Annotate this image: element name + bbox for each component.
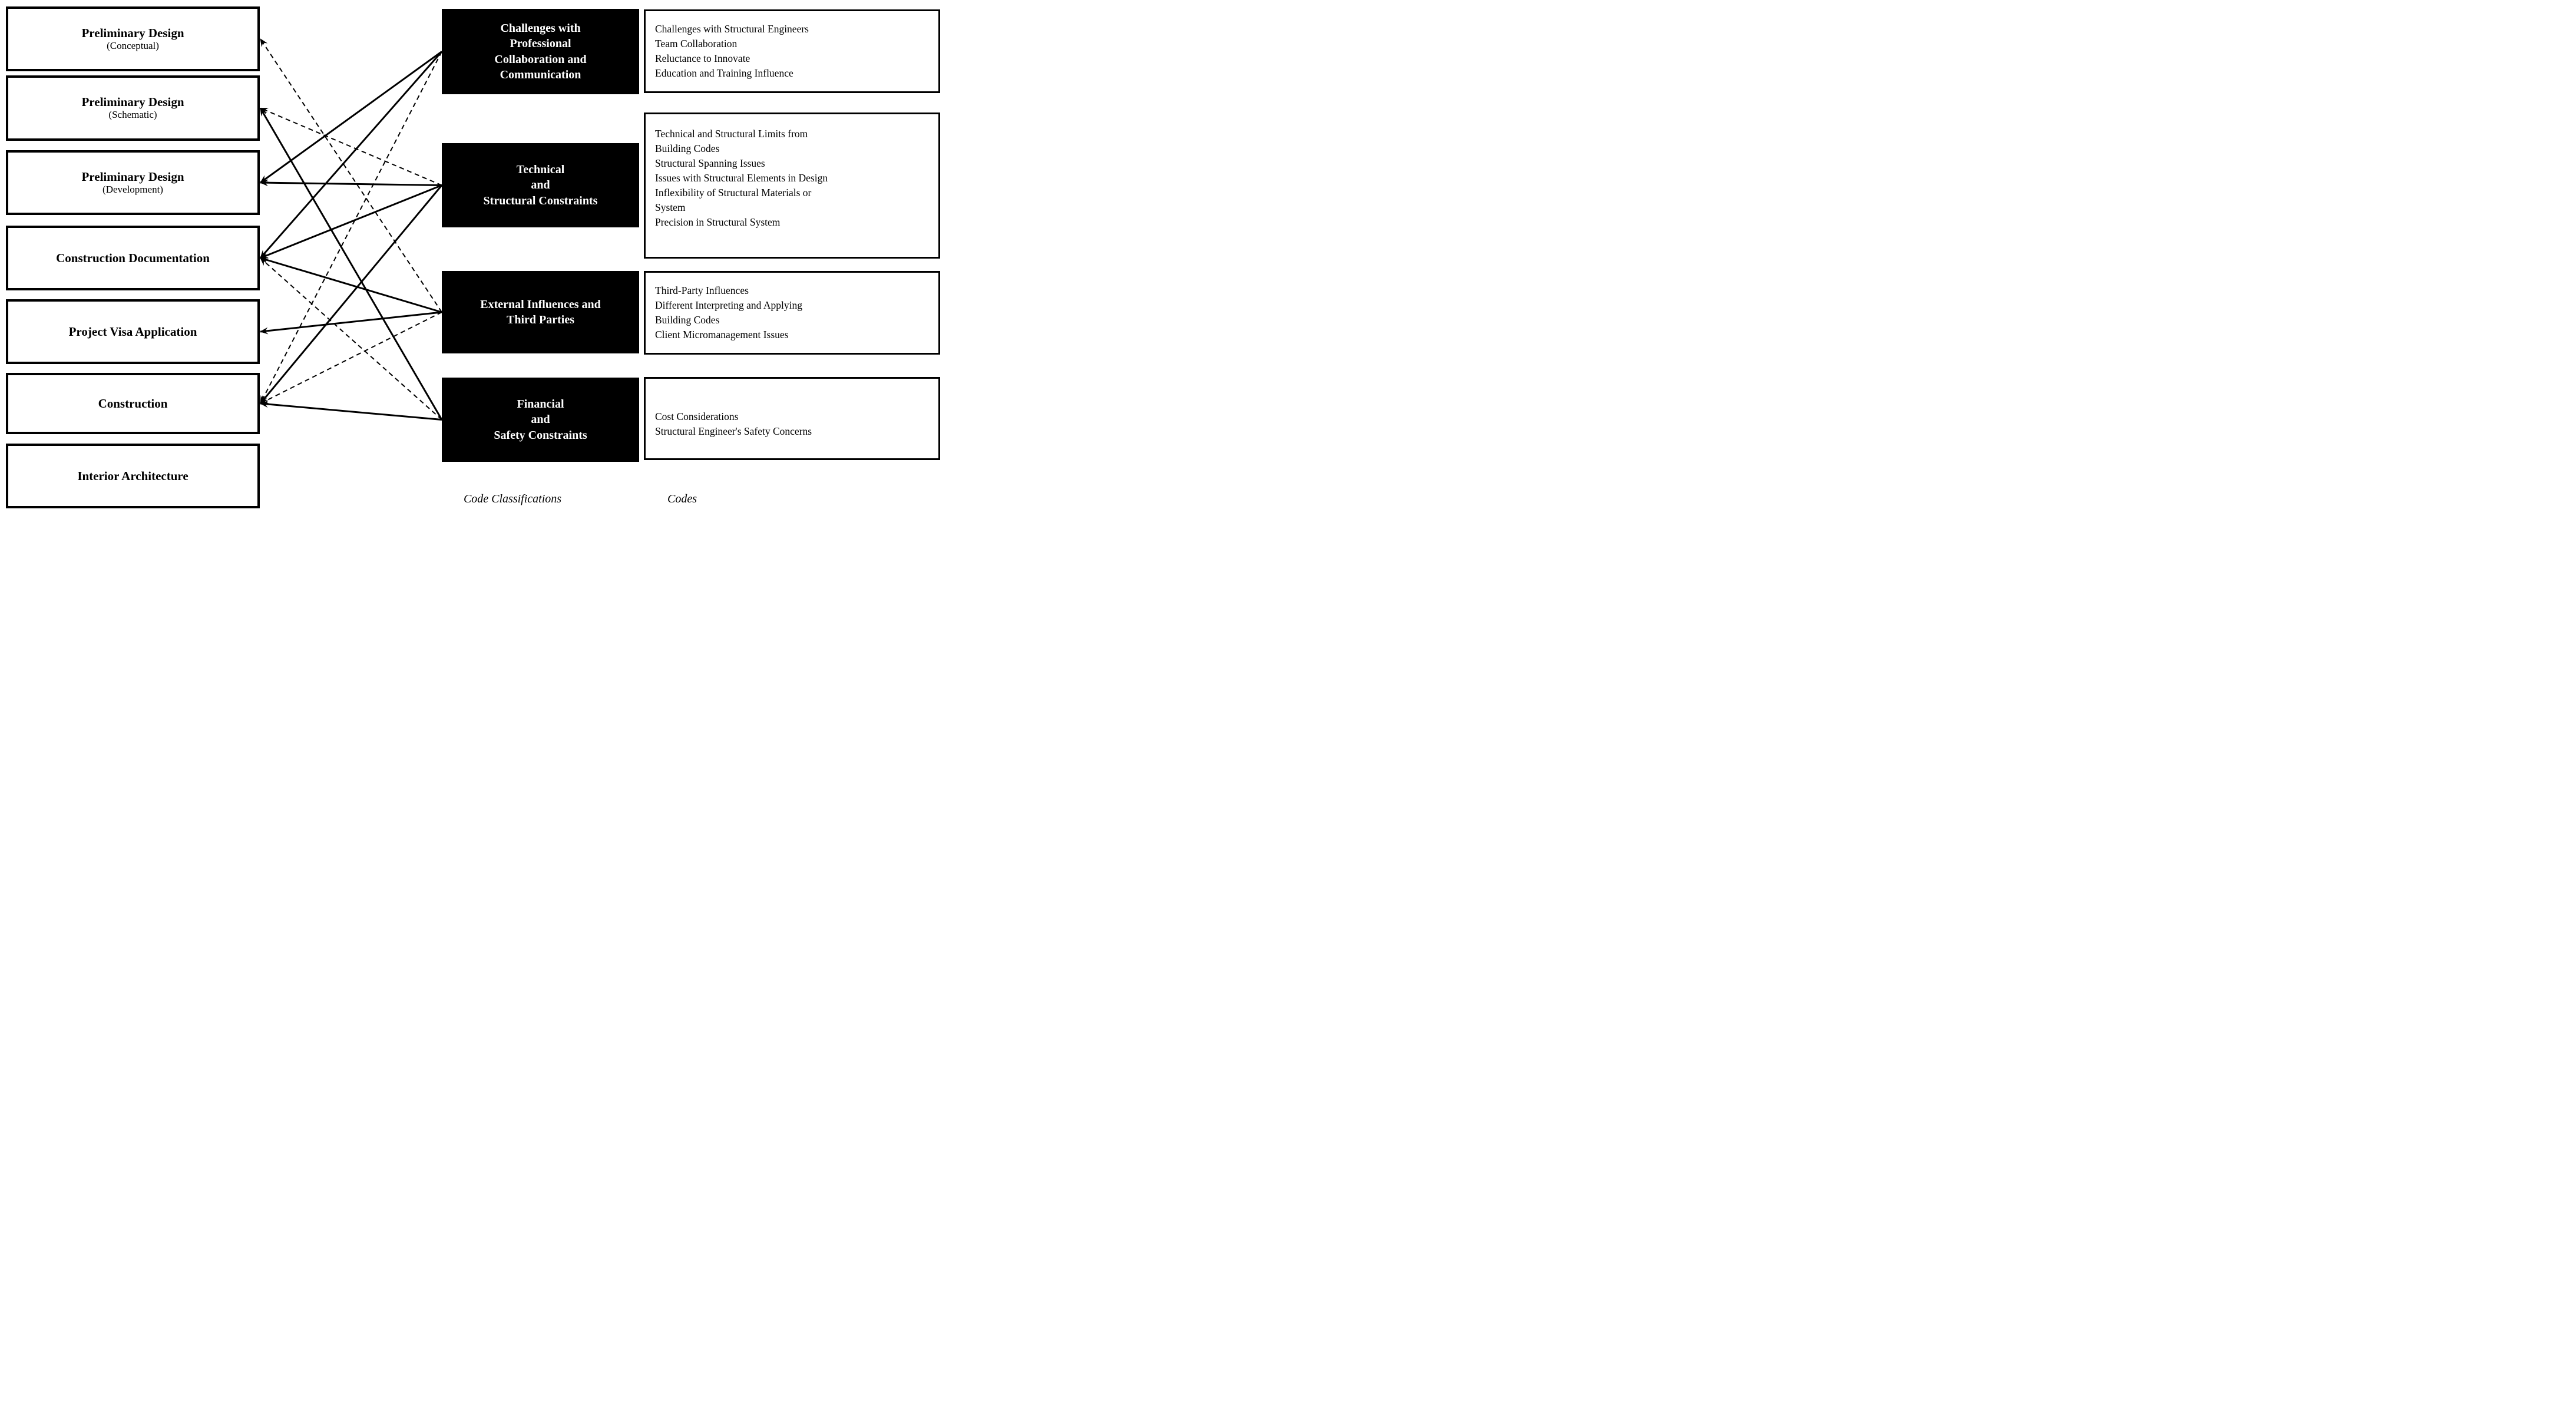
connection-construction-to-external-dashed [260, 312, 442, 404]
text-line: Different Interpreting and Applying [655, 299, 802, 311]
phase-title: Construction Documentation [56, 250, 210, 265]
text-line: Building Codes [655, 314, 720, 326]
text-line: Safety Constraints [494, 428, 587, 442]
phase-box-interior-architecture: Interior Architecture [6, 444, 260, 508]
text-line: and [531, 178, 550, 192]
code-classifications-label: Code Classifications [463, 492, 562, 505]
text-line: Structural Constraints [483, 194, 598, 207]
connection-construction-documentation-to-technical-solid [260, 184, 442, 259]
text-line: and [531, 413, 550, 426]
text-line: Precision in Structural System [655, 216, 781, 228]
text-line: Challenges with Structural Engineers [655, 23, 809, 35]
phase-box-construction-documentation: Construction Documentation [6, 226, 260, 290]
connection-construction-to-technical-solid [259, 184, 443, 404]
connection-project-visa-application-to-external-solid [260, 311, 442, 335]
text-line: Reluctance to Innovate [655, 52, 750, 64]
text-line: Communication [500, 68, 581, 81]
text-line: Cost Considerations [655, 411, 739, 422]
text-line: Issues with Structural Elements in Desig… [655, 172, 828, 184]
text-line: Structural Spanning Issues [655, 157, 765, 169]
text-line: Building Codes [655, 143, 720, 154]
connection-pd-development-to-technical-solid [260, 179, 442, 187]
phase-box-preliminary-design-schematic: Preliminary Design (Schematic) [6, 75, 260, 141]
text-line: Financial [517, 397, 564, 411]
connection-pd-schematic-to-technical-dashed [260, 107, 442, 186]
connection-pd-development-to-collaboration-solid [260, 51, 442, 184]
text-line: Third-Party Influences [655, 285, 749, 296]
phase-title: Construction [98, 396, 168, 411]
text-line: Structural Engineer's Safety Concerns [655, 425, 812, 437]
text-line: Education and Training Influence [655, 67, 793, 79]
phase-title: Project Visa Application [68, 324, 197, 339]
connection-construction-documentation-to-financial-dashed [260, 257, 442, 421]
text-line: External Influences and [480, 297, 601, 311]
connection-pd-conceptual-to-external-dashed [260, 38, 442, 313]
phase-subtitle: (Schematic) [108, 109, 157, 121]
phase-box-construction: Construction [6, 373, 260, 434]
phase-title: Interior Architecture [77, 468, 189, 483]
text-line: Third Parties [507, 313, 574, 326]
text-line: Team Collaboration [655, 38, 738, 49]
connection-construction-to-financial-solid [260, 401, 442, 421]
connection-construction-documentation-to-external-solid [260, 256, 442, 313]
text-line: Collaboration and [494, 52, 587, 66]
phase-subtitle: (Conceptual) [107, 39, 159, 51]
phase-box-preliminary-design-conceptual: Preliminary Design (Conceptual) [6, 6, 260, 71]
text-line: Professional [510, 37, 571, 51]
text-line: Client Micromanagement Issues [655, 329, 789, 340]
codes-label: Codes [667, 492, 697, 505]
phase-subtitle: (Development) [102, 183, 163, 195]
phase-box-project-visa-application: Project Visa Application [6, 299, 260, 364]
connection-construction-to-collaboration-dashed [260, 51, 442, 404]
connection-pd-schematic-to-financial-solid [259, 107, 443, 421]
phase-title: Preliminary Design [81, 95, 184, 110]
connection-construction-documentation-to-collaboration-solid [259, 51, 443, 259]
phase-title: Preliminary Design [81, 169, 184, 184]
text-line: Technical and Structural Limits from [655, 128, 808, 140]
text-line: Challenges with [500, 21, 581, 35]
concept-map-canvas: Preliminary Design (Conceptual) Prelimin… [0, 0, 943, 515]
phase-title: Preliminary Design [81, 25, 184, 40]
text-line: System [655, 201, 686, 213]
text-line: Technical [516, 163, 565, 176]
phase-box-preliminary-design-development: Preliminary Design (Development) [6, 150, 260, 215]
text-line: Inflexibility of Structural Materials or [655, 187, 812, 199]
